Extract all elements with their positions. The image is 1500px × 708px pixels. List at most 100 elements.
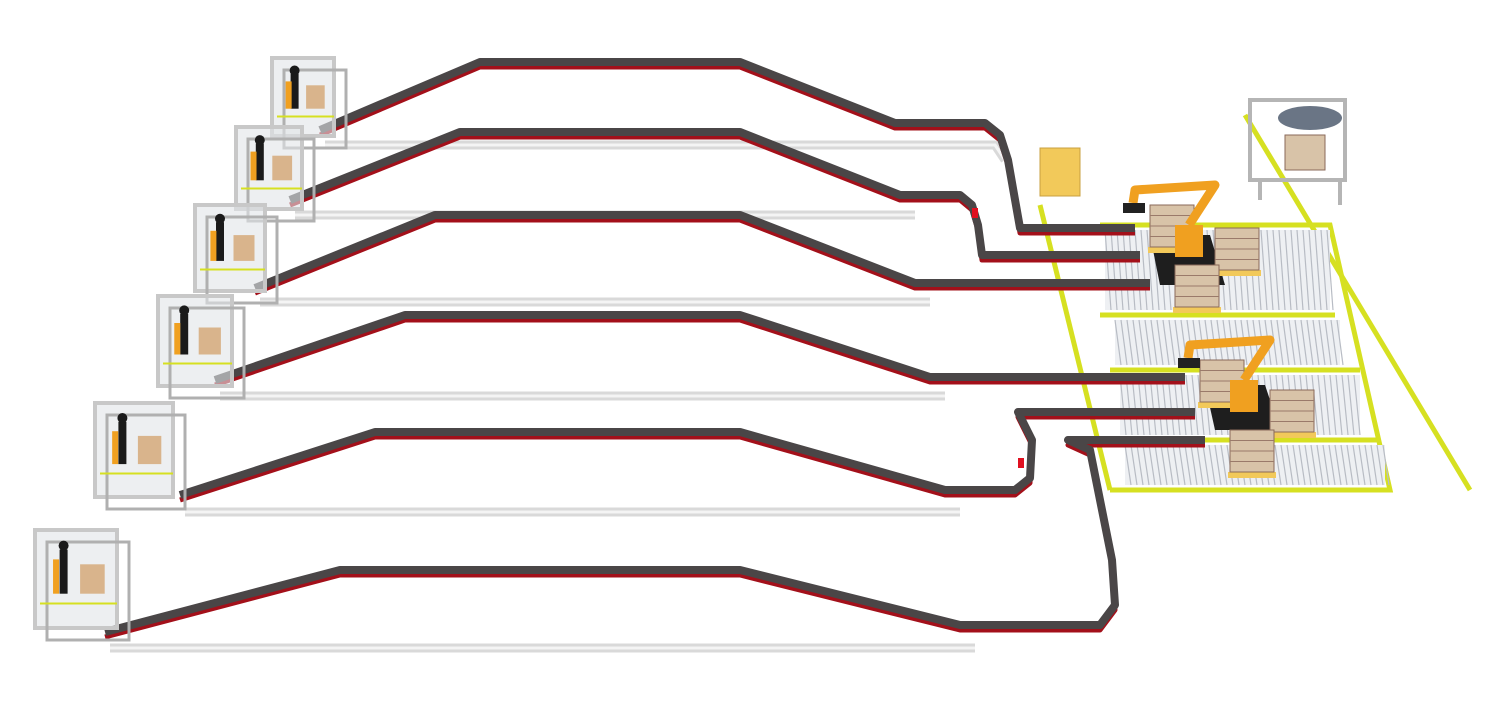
pallet-icon <box>1148 247 1196 253</box>
conveyor-belt-2 <box>288 128 1140 259</box>
roller <box>1328 444 1336 486</box>
roller <box>1168 319 1176 366</box>
roller <box>1304 444 1312 486</box>
box-icon <box>198 327 221 355</box>
roller <box>1131 374 1139 436</box>
roller <box>1341 374 1349 436</box>
operator-icon <box>290 73 299 109</box>
roller-conveyors <box>1104 229 1390 486</box>
roller <box>1146 229 1154 311</box>
roller <box>1330 319 1338 366</box>
packing-stations <box>33 56 348 642</box>
roller <box>1172 444 1180 486</box>
roller <box>1190 444 1198 486</box>
roller <box>1220 444 1228 486</box>
roller <box>1310 444 1318 486</box>
roller <box>1306 319 1314 366</box>
box-icon <box>137 435 162 465</box>
conveyor-edge-3 <box>254 217 1150 296</box>
roller <box>1178 444 1186 486</box>
roller <box>1167 374 1175 436</box>
packing-station-1 <box>270 56 348 150</box>
operator-head <box>58 540 69 551</box>
roller <box>1294 319 1302 366</box>
roller <box>1137 374 1145 436</box>
roller <box>1382 444 1390 486</box>
roller <box>1340 444 1348 486</box>
conveyor-belt-6 <box>103 436 1205 636</box>
roller <box>1296 229 1304 311</box>
roller <box>1110 229 1118 311</box>
roller <box>1370 444 1378 486</box>
roller <box>1300 319 1308 366</box>
roller <box>1290 229 1298 311</box>
pallet-icon <box>1173 307 1221 313</box>
operator-head <box>179 305 190 316</box>
robot-gripper <box>1123 203 1145 213</box>
station-arm-icon <box>112 431 119 465</box>
roller <box>1298 444 1306 486</box>
roller <box>1274 444 1282 486</box>
roller <box>1276 319 1284 366</box>
roller <box>1308 229 1316 311</box>
roller <box>1323 374 1331 436</box>
roller <box>1214 444 1222 486</box>
roller <box>1353 374 1361 436</box>
roller <box>1278 229 1286 311</box>
box-icon <box>306 85 325 109</box>
roller <box>1352 444 1360 486</box>
roller <box>1208 444 1216 486</box>
roller <box>1173 374 1181 436</box>
robot-gripper <box>1178 358 1200 368</box>
conveyor-belts <box>103 58 1205 640</box>
operator-head <box>117 413 128 424</box>
conveyor-belt-5 <box>178 408 1195 499</box>
palletizing-robot-2 <box>1178 335 1275 412</box>
roller <box>1302 229 1310 311</box>
palletizing-robots <box>1123 180 1275 412</box>
pallet-icon <box>1268 432 1316 438</box>
station-arm-icon <box>174 323 181 355</box>
roller <box>1161 374 1169 436</box>
roller <box>1174 319 1182 366</box>
roller <box>1124 444 1132 486</box>
operator-icon <box>255 143 264 181</box>
robot-body <box>1175 225 1203 257</box>
roller <box>1120 319 1128 366</box>
operator-icon <box>59 549 68 594</box>
roller <box>1318 319 1326 366</box>
roller <box>1320 229 1328 311</box>
roller <box>1286 444 1294 486</box>
roller <box>1136 444 1144 486</box>
conveyor-edge-6 <box>104 442 1205 640</box>
roller <box>1364 444 1372 486</box>
station-arm-icon <box>250 151 257 181</box>
station-arm-icon <box>53 559 60 594</box>
roller <box>1143 374 1151 436</box>
box-icon <box>80 564 105 594</box>
operator-head <box>215 213 225 224</box>
roller <box>1322 444 1330 486</box>
roller <box>1125 374 1133 436</box>
roller <box>1202 444 1210 486</box>
roller <box>1154 444 1162 486</box>
sensor-icon <box>1018 458 1024 468</box>
roller <box>1311 374 1319 436</box>
packing-station-2 <box>234 125 316 223</box>
operator-icon <box>216 222 224 261</box>
roller <box>1162 319 1170 366</box>
roller <box>1114 319 1122 366</box>
roller <box>1122 229 1130 311</box>
roller <box>1138 319 1146 366</box>
pallet-icon <box>1213 270 1261 276</box>
roller <box>1288 319 1296 366</box>
box-icon <box>272 155 293 181</box>
roller <box>1329 374 1337 436</box>
station-frame-back <box>246 137 316 223</box>
station-frame-back <box>45 540 131 642</box>
operator-head <box>289 65 300 76</box>
roller <box>1116 229 1124 311</box>
conveyor-belt-3 <box>253 211 1150 292</box>
pallet-stack <box>1039 147 1081 197</box>
